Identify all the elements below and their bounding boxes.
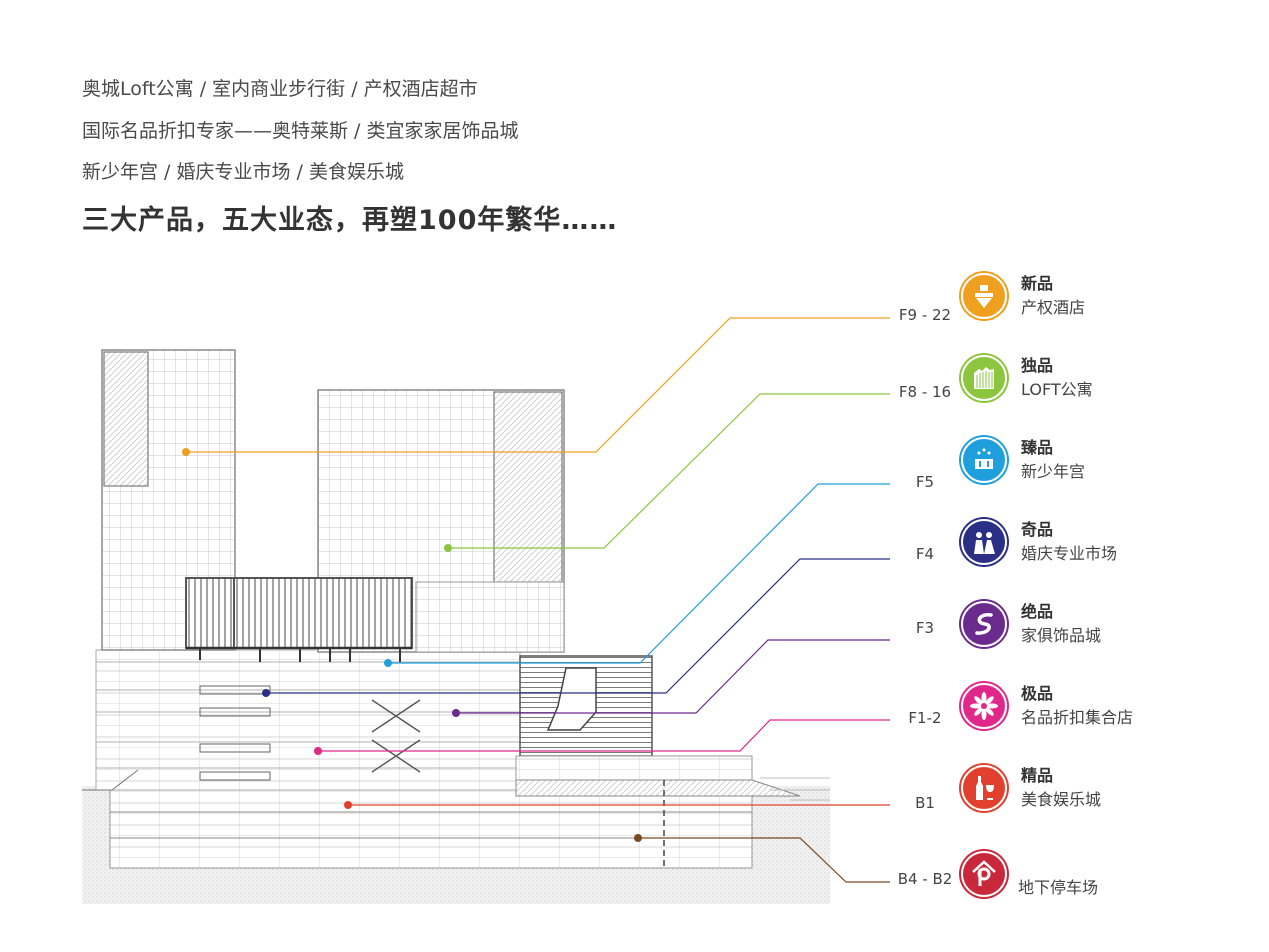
floor-2-marker-dot bbox=[444, 544, 452, 552]
outlet-flower-icon bbox=[961, 683, 1007, 729]
floor-8-label: B4 - B2 bbox=[897, 870, 953, 888]
floor-8-leader-line bbox=[638, 837, 890, 883]
intro-line-3: 新少年宫 / 婚庆专业市场 / 美食娱乐城 bbox=[82, 161, 404, 183]
floor-2-label: F8 - 16 bbox=[898, 383, 952, 401]
parking-icon bbox=[961, 851, 1007, 897]
floor-4-legend-subtitle: 婚庆专业市场 bbox=[1021, 544, 1118, 563]
floor-5-leader-line bbox=[456, 639, 890, 714]
headline: 三大产品，五大业态，再塑100年繁华…… bbox=[82, 205, 618, 236]
bridge-block bbox=[185, 577, 413, 662]
floor-3-leader-line bbox=[388, 483, 890, 664]
floor-7-legend-title: 精品 bbox=[1021, 766, 1054, 785]
floor-6-legend-subtitle: 名品折扣集合店 bbox=[1021, 708, 1134, 727]
floor-1-marker-dot bbox=[182, 448, 190, 456]
floor-1-legend-subtitle: 产权酒店 bbox=[1021, 298, 1086, 317]
home-decor-icon bbox=[961, 601, 1007, 647]
underground-levels bbox=[82, 786, 830, 904]
floor-5-legend-subtitle: 家俱饰品城 bbox=[1021, 626, 1102, 645]
dining-wine-icon bbox=[961, 765, 1007, 811]
floor-6-label: F1-2 bbox=[908, 709, 942, 727]
floor-1-leader-line bbox=[186, 317, 890, 453]
intro-line-1: 奥城Loft公寓 / 室内商业步行街 / 产权酒店超市 bbox=[82, 78, 478, 100]
floor-7-label: B1 bbox=[915, 794, 935, 812]
floor-4-legend-title: 奇品 bbox=[1021, 520, 1054, 539]
floor-2-legend-subtitle: LOFT公寓 bbox=[1021, 380, 1093, 399]
intro-line-2: 国际名品折扣专家——奥特莱斯 / 类宜家家居饰品城 bbox=[82, 120, 519, 142]
floor-1-label: F9 - 22 bbox=[898, 306, 952, 324]
podium-levels bbox=[82, 649, 830, 868]
floor-2-legend-title: 独品 bbox=[1021, 356, 1054, 375]
loft-apartment-icon bbox=[961, 355, 1007, 401]
floor-5-legend-title: 绝品 bbox=[1021, 602, 1054, 621]
leader-lines bbox=[182, 317, 890, 883]
floor-4-label: F4 bbox=[915, 545, 935, 563]
floor-5-label: F3 bbox=[915, 619, 935, 637]
floor-2-leader-line bbox=[448, 393, 890, 549]
floor-8-legend-subtitle: 地下停车场 bbox=[1018, 878, 1099, 897]
floor-4-leader-line bbox=[266, 558, 890, 694]
floor-5-marker-dot bbox=[452, 709, 460, 717]
floor-6-leader-line bbox=[318, 719, 890, 752]
floor-3-legend-title: 臻品 bbox=[1021, 438, 1054, 457]
floor-4-marker-dot bbox=[262, 689, 270, 697]
floor-3-legend-subtitle: 新少年宫 bbox=[1021, 462, 1086, 481]
floor-3-label: F5 bbox=[915, 473, 935, 491]
wedding-icon bbox=[961, 519, 1007, 565]
hotel-icon bbox=[961, 273, 1007, 319]
floor-7-legend-subtitle: 美食娱乐城 bbox=[1021, 790, 1102, 809]
floor-7-marker-dot bbox=[344, 801, 352, 809]
floor-8-marker-dot bbox=[634, 834, 642, 842]
floor-1-legend-title: 新品 bbox=[1021, 274, 1054, 293]
floor-6-legend-title: 极品 bbox=[1021, 684, 1054, 703]
floor-6-marker-dot bbox=[314, 747, 322, 755]
youth-palace-icon bbox=[961, 437, 1007, 483]
floor-3-marker-dot bbox=[384, 659, 392, 667]
